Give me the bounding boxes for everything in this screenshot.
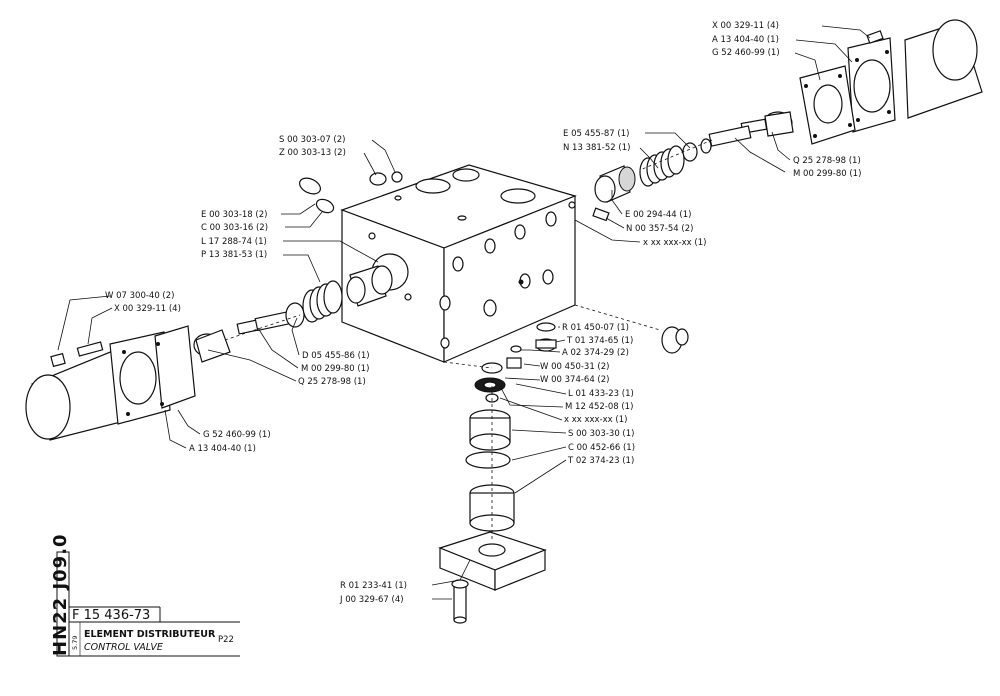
part-title: ELEMENT DISTRIBUTEUR [84,629,216,640]
callout-8: Z 00 303-13 (2) [279,148,346,158]
callout-17: X 00 329-11 (4) [114,304,181,314]
date-code: 5.79 [71,636,79,650]
right-cylinder-assembly [592,19,983,222]
callout-35: J 00 329-67 (4) [339,595,404,605]
callout-2: G 52 460-99 (1) [712,48,780,58]
part-subtitle: CONTROL VALVE [84,642,163,653]
left-spring [302,280,343,323]
title-block: HN22 J09.0 F 15 436-73 5.79 ELEMENT DIST… [50,533,240,657]
drawing-number: F 15 436-73 [72,608,150,623]
callout-3: E 05 455-87 (1) [563,129,629,139]
vertical-drawing-code: HN22 J09.0 [50,533,71,656]
callout-0: X 00 329-11 (4) [712,21,779,31]
callout-1: A 13 404-40 (1) [712,35,779,45]
callout-21: W 00 450-31 (2) [540,362,609,372]
valve-block [340,164,577,363]
callout-18: R 01 450-07 (1) [562,323,629,333]
leader-lines [57,25,871,600]
callout-33: A 13 404-40 (1) [189,444,256,454]
callout-27: M 00 299-80 (1) [301,364,369,374]
left-cylinder-assembly [25,265,393,441]
callout-31: T 02 374-23 (1) [567,456,634,466]
callout-20: A 02 374-29 (2) [562,348,629,358]
callout-labels: X 00 329-11 (4) A 13 404-40 (1) G 52 460… [105,21,861,605]
seal-rings [299,171,403,214]
callout-26: D 05 455-86 (1) [302,351,370,361]
callout-4: N 13 381-52 (1) [563,143,630,153]
callout-24: M 12 452-08 (1) [565,402,633,412]
callout-10: C 00 303-16 (2) [201,223,268,233]
callout-28: Q 25 278-98 (1) [298,377,366,387]
callout-13: E 00 294-44 (1) [625,210,691,220]
callout-19: T 01 374-65 (1) [566,336,633,346]
callout-7: S 00 303-07 (2) [279,135,345,145]
callout-14: N 00 357-54 (2) [626,224,693,234]
callout-15: x xx xxx-xx (1) [643,238,706,248]
callout-32: G 52 460-99 (1) [203,430,271,440]
callout-34: R 01 233-41 (1) [340,581,407,591]
callout-22: W 00 374-64 (2) [540,375,609,385]
callout-11: L 17 288-74 (1) [201,237,267,247]
callout-23: L 01 433-23 (1) [568,389,634,399]
callout-30: C 00 452-66 (1) [568,443,635,453]
right-spring [639,145,685,187]
bottom-stack [438,322,689,624]
callout-5: Q 25 278-98 (1) [793,156,861,166]
callout-6: M 00 299-80 (1) [793,169,861,179]
callout-29: S 00 303-30 (1) [568,429,634,439]
callout-16: W 07 300-40 (2) [105,291,174,301]
callout-25: x xx xxx-xx (1) [564,415,627,425]
callout-12: P 13 381-53 (1) [201,250,267,260]
model-code: P22 [218,635,234,645]
callout-9: E 00 303-18 (2) [201,210,267,220]
